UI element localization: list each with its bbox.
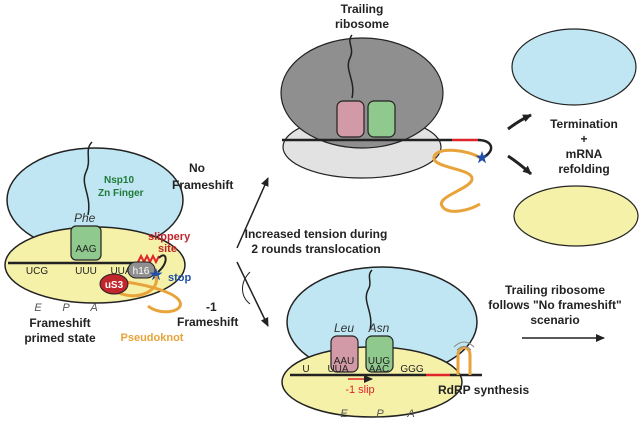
top-mrna-end xyxy=(477,138,493,159)
tension-label-line2: 2 rounds translocation xyxy=(251,242,380,256)
arrow-to-termination xyxy=(507,113,532,131)
us3-protein xyxy=(99,273,129,295)
no-frameshift-arrow xyxy=(236,177,269,249)
no-frameshift-label-line1: No xyxy=(189,161,205,175)
bottom-anticodon-1: AAU xyxy=(334,356,355,367)
slip-label: -1 slip xyxy=(345,384,374,396)
no-frameshift-label-line2: Frameshift xyxy=(172,178,233,192)
nsp10-label-line1: Nsp10 xyxy=(104,175,134,186)
follow-label-line2: follows "No frameshift" xyxy=(488,298,621,312)
terminated-yellow-ellipse xyxy=(513,185,639,247)
bottom-aa-leu: Leu xyxy=(334,321,354,335)
primed-state-ribosome: Nsp10 Zn Finger Phe AAG UCG UUU UUA slip… xyxy=(4,141,192,345)
site-e-left: E xyxy=(34,302,42,314)
primed-title-line2: primed state xyxy=(24,331,96,345)
nascent-chain xyxy=(83,141,93,216)
stop-star xyxy=(149,268,163,281)
trna-anticodon: AAG xyxy=(75,244,96,255)
vibration-arc-outer xyxy=(453,341,475,348)
trailing-label-line1: Trailing xyxy=(341,2,384,16)
site-p-left: P xyxy=(62,302,70,314)
codon-a: UUA xyxy=(110,266,131,277)
top-unfolded-orange xyxy=(432,148,481,213)
top-trna-left xyxy=(336,100,365,138)
p-site-trna xyxy=(70,225,102,261)
trna-amino-acid: Phe xyxy=(74,211,96,225)
branching-paths: No Frameshift Increased tension during 2… xyxy=(172,161,387,329)
site-a-left: A xyxy=(89,302,97,314)
site-a-bottom: A xyxy=(406,408,414,420)
outcome-label-line3: mRNA xyxy=(566,147,603,161)
h16-rrna-helix xyxy=(127,261,156,279)
minus1-label-line1: -1 xyxy=(206,300,217,314)
frameshifted-ribosome: Leu Asn AAU UUG U UUA AAC GGG -1 slip E … xyxy=(281,266,622,420)
minus1-label-line2: Frameshift xyxy=(177,315,238,329)
arrow-to-refolding xyxy=(507,154,533,176)
top-trna-right xyxy=(367,100,396,138)
follow-label-line1: Trailing ribosome xyxy=(505,283,605,297)
follow-label-line3: scenario xyxy=(530,313,579,327)
bottom-trna-e xyxy=(330,335,359,373)
terminated-blue-ellipse xyxy=(511,28,637,106)
tension-curve xyxy=(242,271,251,305)
bottom-trna-p xyxy=(365,335,394,373)
slippery-site-label-line1: slippery xyxy=(148,231,191,243)
tension-label-line1: Increased tension during xyxy=(245,227,388,241)
top-large-subunit xyxy=(280,37,444,149)
codon-p: UUU xyxy=(75,266,97,277)
top-stop-star xyxy=(475,151,489,164)
refolded-hairpin xyxy=(456,346,472,375)
rdrp-label: RdRP synthesis xyxy=(438,383,529,397)
top-nascent-chain xyxy=(347,34,354,99)
bottom-codon-2: UUA xyxy=(327,364,348,375)
bottom-codon-1: U xyxy=(302,364,309,375)
vibration-arc-inner xyxy=(456,346,472,351)
trailing-label-line2: ribosome xyxy=(335,17,389,31)
mrna-exit-loop xyxy=(157,254,167,273)
slippery-site-zigzag xyxy=(137,253,160,265)
site-p-bottom: P xyxy=(376,408,384,420)
us3-label: uS3 xyxy=(105,280,124,291)
minus1-frameshift-arrow xyxy=(236,261,269,327)
outcome-label-line1: Termination xyxy=(550,117,618,131)
outcome-label-line4: refolding xyxy=(558,162,609,176)
bottom-nascent-chain xyxy=(365,269,373,331)
bottom-codon-4: GGG xyxy=(400,364,424,375)
codon-e: UCG xyxy=(26,266,48,277)
bottom-anticodon-2: UUG xyxy=(368,356,390,367)
stop-label: stop xyxy=(168,272,192,284)
slippery-site-label-line2: site xyxy=(158,243,177,255)
site-e-bottom: E xyxy=(340,408,348,420)
bottom-codon-3: AAC xyxy=(369,364,390,375)
outcome-label-line2: + xyxy=(580,132,587,146)
h16-label: h16 xyxy=(133,266,150,277)
pseudoknot-label: Pseudoknot xyxy=(121,332,184,344)
no-frameshift-ribosome: Trailing ribosome Termination + mRNA ref… xyxy=(280,2,639,247)
primed-title-line1: Frameshift xyxy=(29,316,90,330)
nsp10-label-line2: Zn Finger xyxy=(98,188,144,199)
bottom-aa-asn: Asn xyxy=(368,321,390,335)
